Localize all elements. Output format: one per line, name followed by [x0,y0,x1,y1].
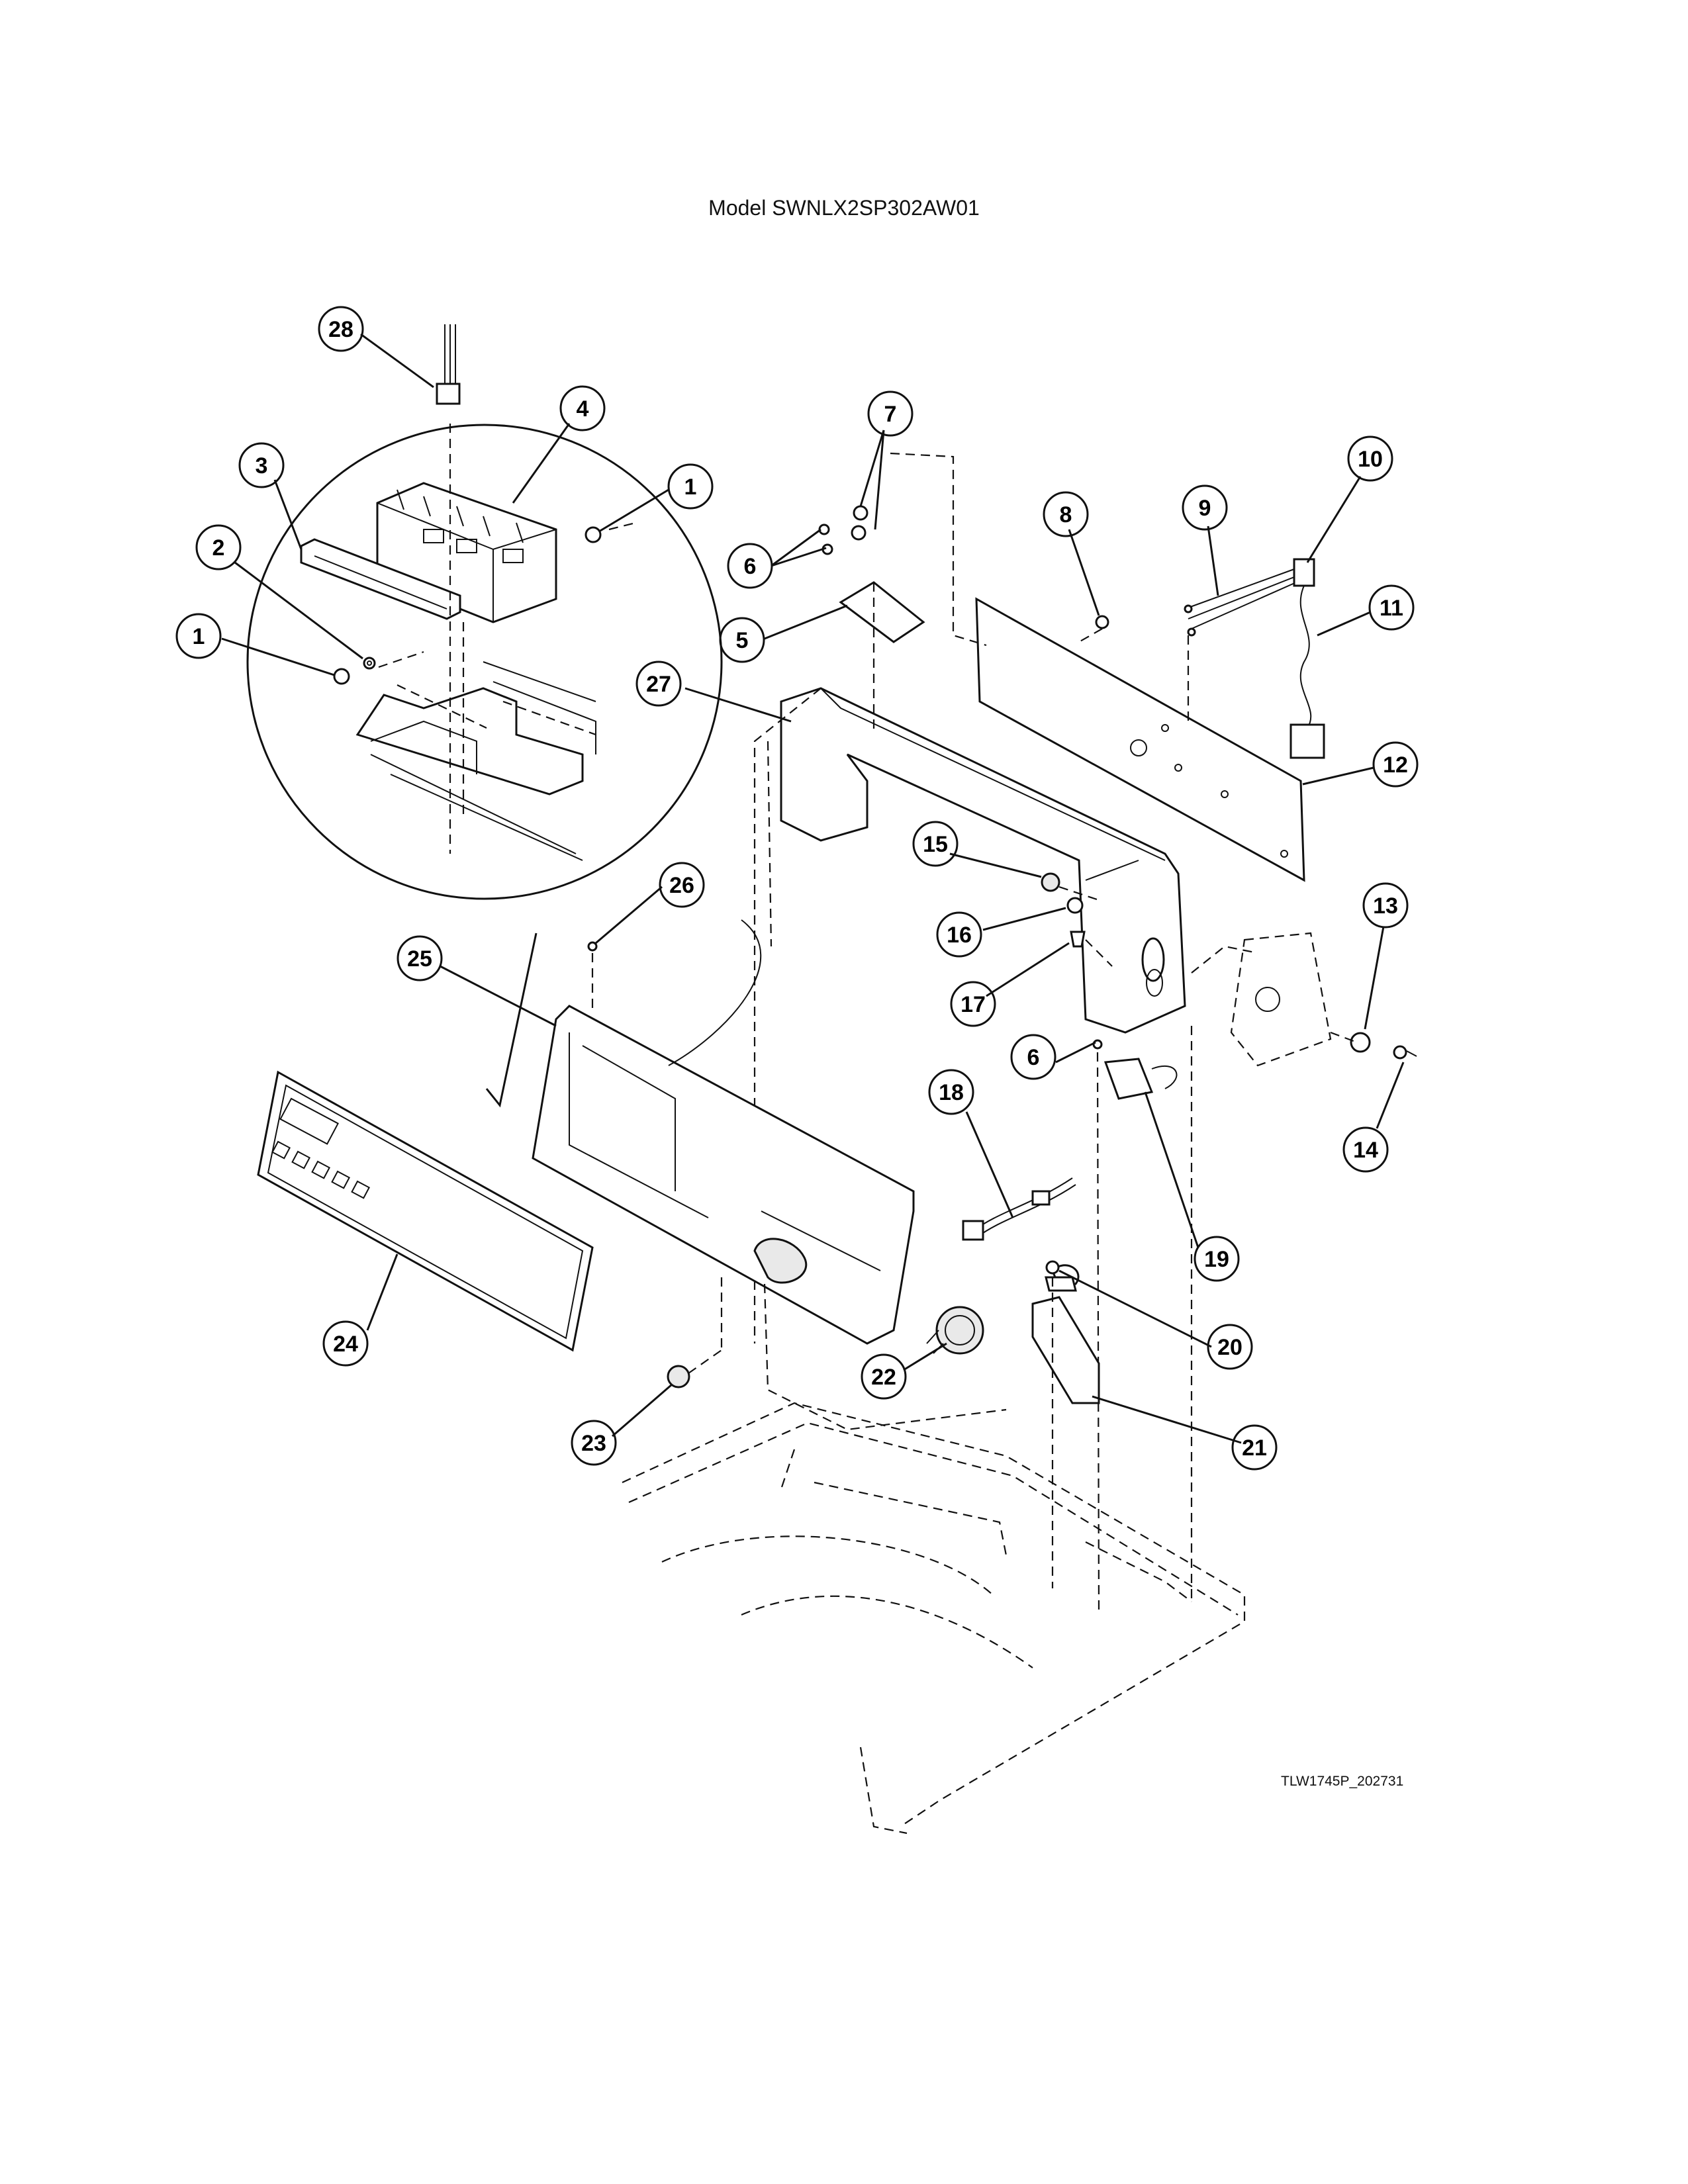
callout-8: 8 [1043,491,1089,537]
callout-14: 14 [1342,1126,1389,1173]
svg-text:6: 6 [744,554,757,579]
callout-16: 16 [936,911,982,958]
rear-panel-part [975,597,1305,882]
callout-9: 9 [1182,484,1228,531]
callout-7: 7 [867,390,914,437]
svg-text:13: 13 [1373,893,1398,919]
svg-text:26: 26 [669,873,694,898]
callout-26: 26 [659,862,705,908]
svg-text:15: 15 [923,832,948,857]
svg-text:2: 2 [212,535,225,561]
callout-22: 22 [861,1353,907,1400]
svg-text:10: 10 [1358,447,1383,472]
callout-17: 17 [950,981,996,1027]
svg-text:27: 27 [646,672,671,697]
callouts: 28 4 3 1 2 1 7 6 5 8 9 10 11 12 27 15 16… [175,306,1419,1471]
callout-13: 13 [1362,882,1409,929]
svg-text:8: 8 [1060,502,1072,527]
hardware-screws [1041,615,1113,967]
svg-text:21: 21 [1242,1435,1267,1461]
svg-text:16: 16 [947,923,972,948]
detail-circle-control-board [246,424,723,900]
callout-1: 1 [667,463,714,510]
svg-text:6: 6 [1027,1045,1040,1070]
svg-text:11: 11 [1380,596,1403,621]
control-overlay-part [257,1070,594,1352]
callout-4: 4 [559,385,606,432]
cabinet-top-outline [622,1402,1246,1835]
rear-housing-part [1190,932,1417,1602]
callout-12: 12 [1372,741,1419,788]
callout-19: 19 [1194,1236,1240,1282]
svg-text:12: 12 [1383,752,1408,778]
svg-text:4: 4 [577,396,589,422]
callout-11: 11 [1368,584,1415,631]
callout-18: 18 [928,1069,974,1115]
callout-5: 5 [719,617,765,663]
callout-2: 2 [195,524,242,570]
drawing-code: TLW1745P_202731 [1281,1774,1404,1789]
svg-text:18: 18 [939,1080,964,1105]
lower-electrical-parts [926,1039,1178,1615]
svg-text:25: 25 [407,946,432,972]
svg-text:7: 7 [884,402,897,427]
bracket-small-parts [753,452,987,1343]
svg-text:20: 20 [1217,1335,1243,1360]
callout-27: 27 [635,660,682,707]
callout-21: 21 [1231,1424,1278,1471]
svg-text:22: 22 [871,1365,896,1390]
svg-text:1: 1 [684,475,697,500]
callout-10: 10 [1347,435,1393,482]
callout-28: 28 [318,306,364,352]
control-panel-frame-part [532,919,1007,1431]
knob-part [667,1349,722,1388]
callout-23: 23 [571,1420,617,1466]
svg-text:9: 9 [1199,496,1211,521]
callout-20: 20 [1207,1324,1253,1370]
callout-1: 1 [175,613,222,659]
power-cord-parts [1078,558,1325,759]
svg-text:1: 1 [193,624,205,649]
svg-text:14: 14 [1353,1138,1378,1163]
svg-text:19: 19 [1204,1247,1229,1272]
svg-text:23: 23 [581,1431,606,1456]
svg-text:17: 17 [961,992,986,1017]
callout-6: 6 [1010,1034,1056,1080]
callout-6: 6 [727,543,773,589]
svg-text:24: 24 [333,1332,358,1357]
callout-25: 25 [397,935,443,981]
leader-lines [221,333,1405,1444]
callout-24: 24 [322,1320,369,1367]
callout-3: 3 [238,442,285,488]
harness-connector-part [436,324,461,405]
page-title: Model SWNLX2SP302AW01 [708,196,980,220]
callout-15: 15 [912,821,959,867]
svg-text:5: 5 [736,628,749,653]
svg-text:3: 3 [256,453,268,478]
svg-text:28: 28 [328,317,353,342]
